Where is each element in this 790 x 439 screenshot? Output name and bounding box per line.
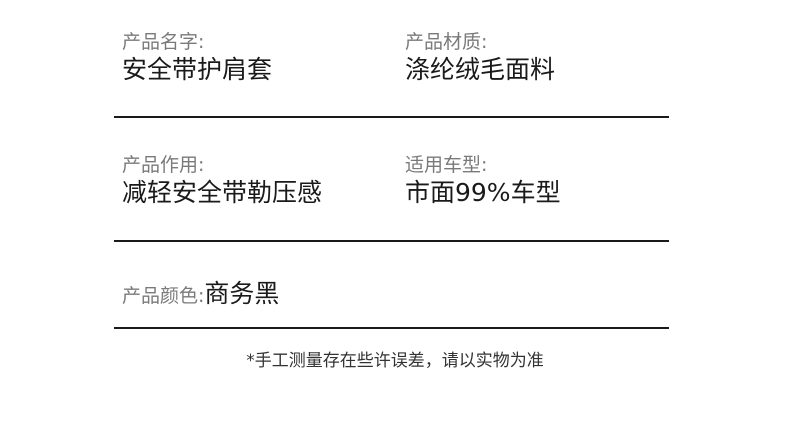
spec-material-value: 涤纶绒毛面料 [405, 55, 556, 84]
spec-color-label: 产品颜色: [122, 285, 205, 307]
spec-function: 产品作用: 减轻安全带勒压感 [122, 153, 322, 209]
spec-function-value: 减轻安全带勒压感 [122, 178, 323, 207]
spec-color-value: 商务黑 [204, 279, 280, 308]
spec-name: 产品名字: 安全带护肩套 [122, 30, 272, 86]
spec-function-label: 产品作用: [122, 154, 205, 176]
spec-name-label: 产品名字: [122, 31, 205, 53]
divider-2 [114, 240, 669, 242]
spec-fit-value: 市面99%车型 [405, 178, 561, 207]
measurement-note: *手工测量存在些许误差，请以实物为准 [246, 351, 544, 371]
divider-3 [114, 327, 669, 329]
spec-name-value: 安全带护肩套 [122, 55, 273, 84]
spec-fit: 适用车型: 市面99%车型 [405, 153, 561, 209]
divider-1 [114, 116, 669, 118]
spec-fit-label: 适用车型: [405, 154, 488, 176]
spec-material: 产品材质: 涤纶绒毛面料 [405, 30, 555, 86]
spec-material-label: 产品材质: [405, 31, 488, 53]
spec-color: 产品颜色:商务黑 [122, 278, 279, 310]
